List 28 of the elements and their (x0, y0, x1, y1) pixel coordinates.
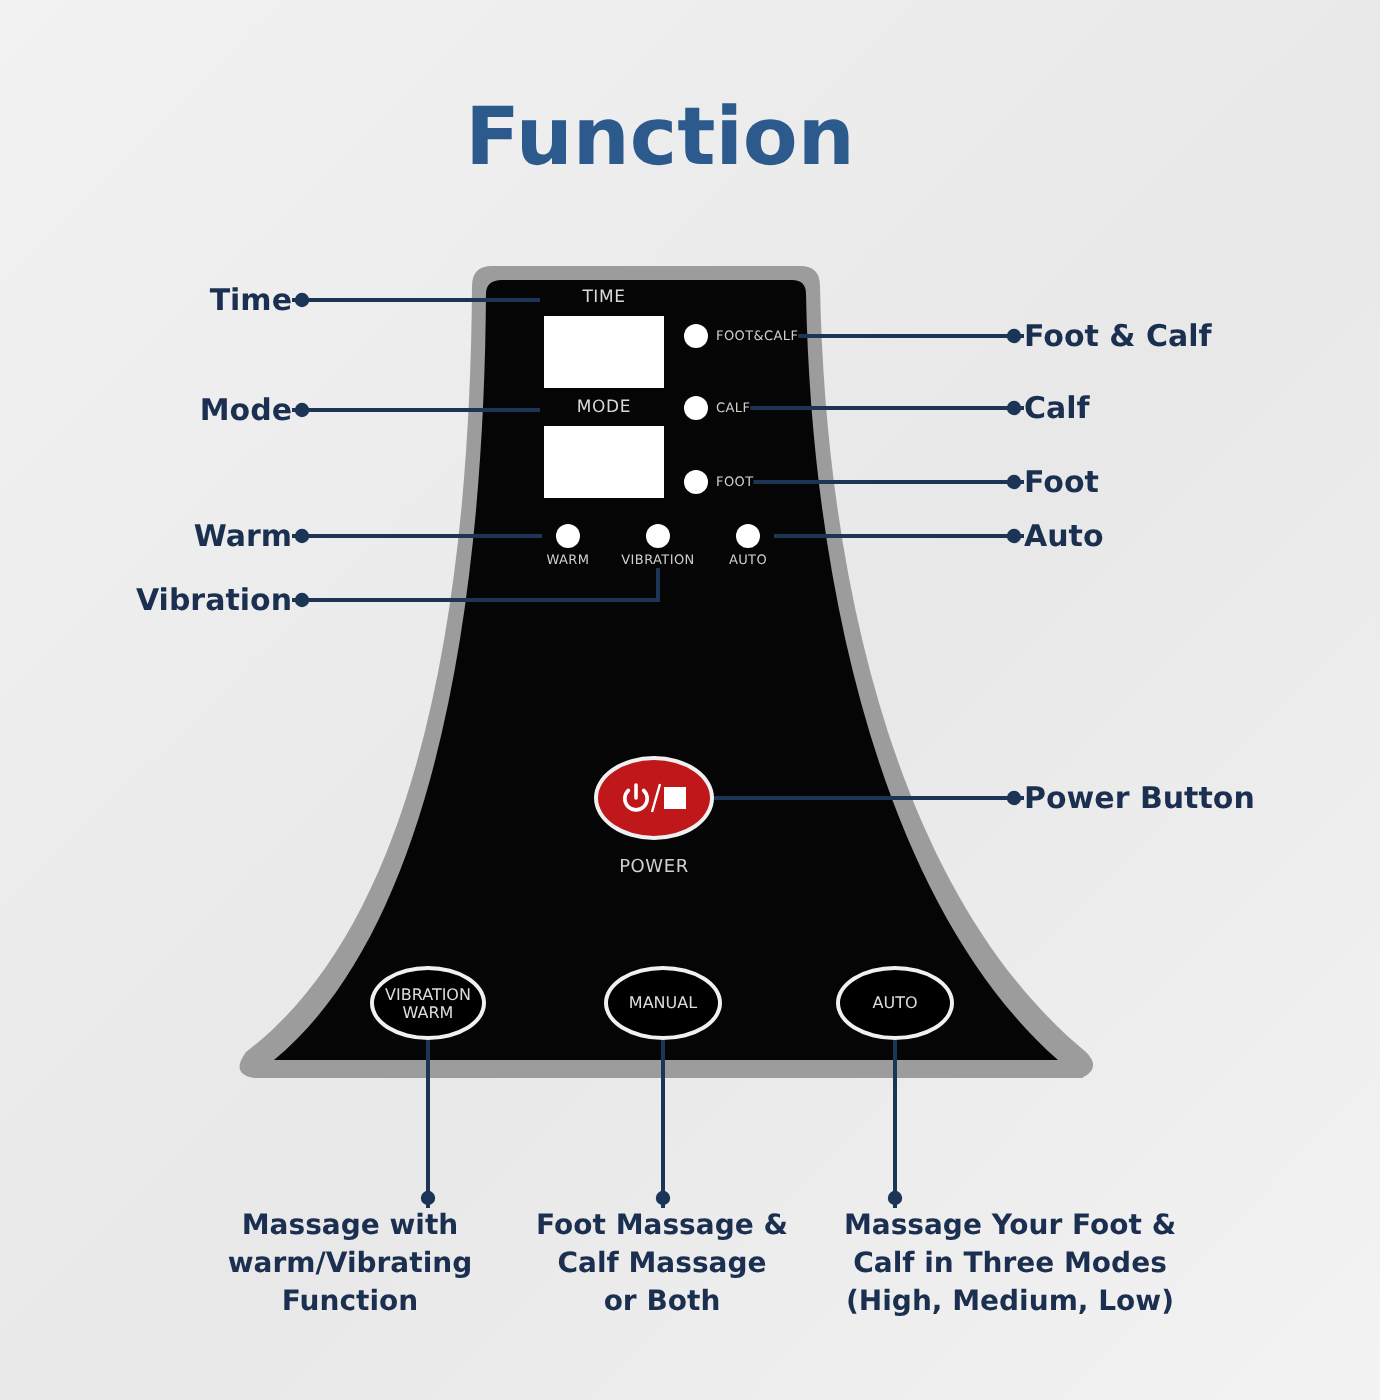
leader-line (714, 790, 1024, 806)
callout-label: Massage Your Foot & Calf in Three Modes (High, Medium, Low) (824, 1208, 1196, 1322)
callout-label: Vibration (135, 580, 292, 620)
leader-line (420, 1040, 436, 1208)
leader-line (292, 528, 542, 544)
callout-label: Auto (1024, 516, 1104, 556)
callout-label: Foot (1024, 462, 1099, 502)
leader-line (798, 328, 1024, 344)
leader-line (292, 402, 540, 418)
leader-line (292, 568, 660, 608)
callout-label: Power Button (1024, 778, 1255, 818)
leader-line (753, 474, 1024, 490)
leader-line (655, 1040, 671, 1208)
leader-line (887, 1040, 903, 1208)
callout-label: Mode (199, 390, 292, 430)
button-caption: POWER (617, 856, 691, 880)
callout-label: Warm (193, 516, 292, 556)
leader-line (774, 528, 1024, 544)
callout-label: Massage with warm/Vibrating Function (210, 1208, 490, 1322)
callout-label: Calf (1024, 388, 1090, 428)
callout-label: Foot & Calf (1024, 316, 1212, 356)
callout-label: Foot Massage & Calf Massage or Both (512, 1208, 812, 1322)
title: Function (465, 90, 855, 188)
display-label: MODE (576, 396, 632, 420)
leader-line (750, 400, 1024, 416)
display-label: TIME (582, 286, 626, 310)
callout-label: Time (209, 280, 292, 320)
leader-line (292, 292, 540, 308)
